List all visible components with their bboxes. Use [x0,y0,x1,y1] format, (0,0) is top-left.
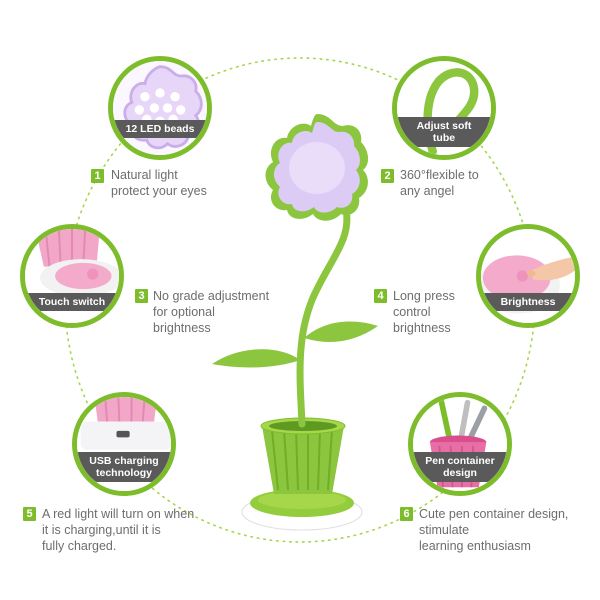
pen-cup [262,426,344,494]
feature-number-4: 4 [374,289,387,303]
leaf-right [304,321,378,342]
feature-number-5: 5 [23,507,36,521]
caption-brightness: Brightness [481,292,575,311]
flower-shade [265,114,369,221]
caption-led-beads: 12 LED beads [113,120,207,139]
caption-touch-switch: Touch switch [25,292,119,311]
led-beads-photo: 12 LED beads [108,56,212,160]
feature-number-1: 1 [91,169,104,183]
leaf-left [212,349,300,368]
touch-switch-photo: Touch switch [20,224,124,328]
feature-number-3: 3 [135,289,148,303]
led-flower-icon [113,61,207,155]
brightness-photo: Brightness [476,224,580,328]
feature-number-2: 2 [381,169,394,183]
lamp-stem [296,206,351,428]
feature-number-6: 6 [400,507,413,521]
